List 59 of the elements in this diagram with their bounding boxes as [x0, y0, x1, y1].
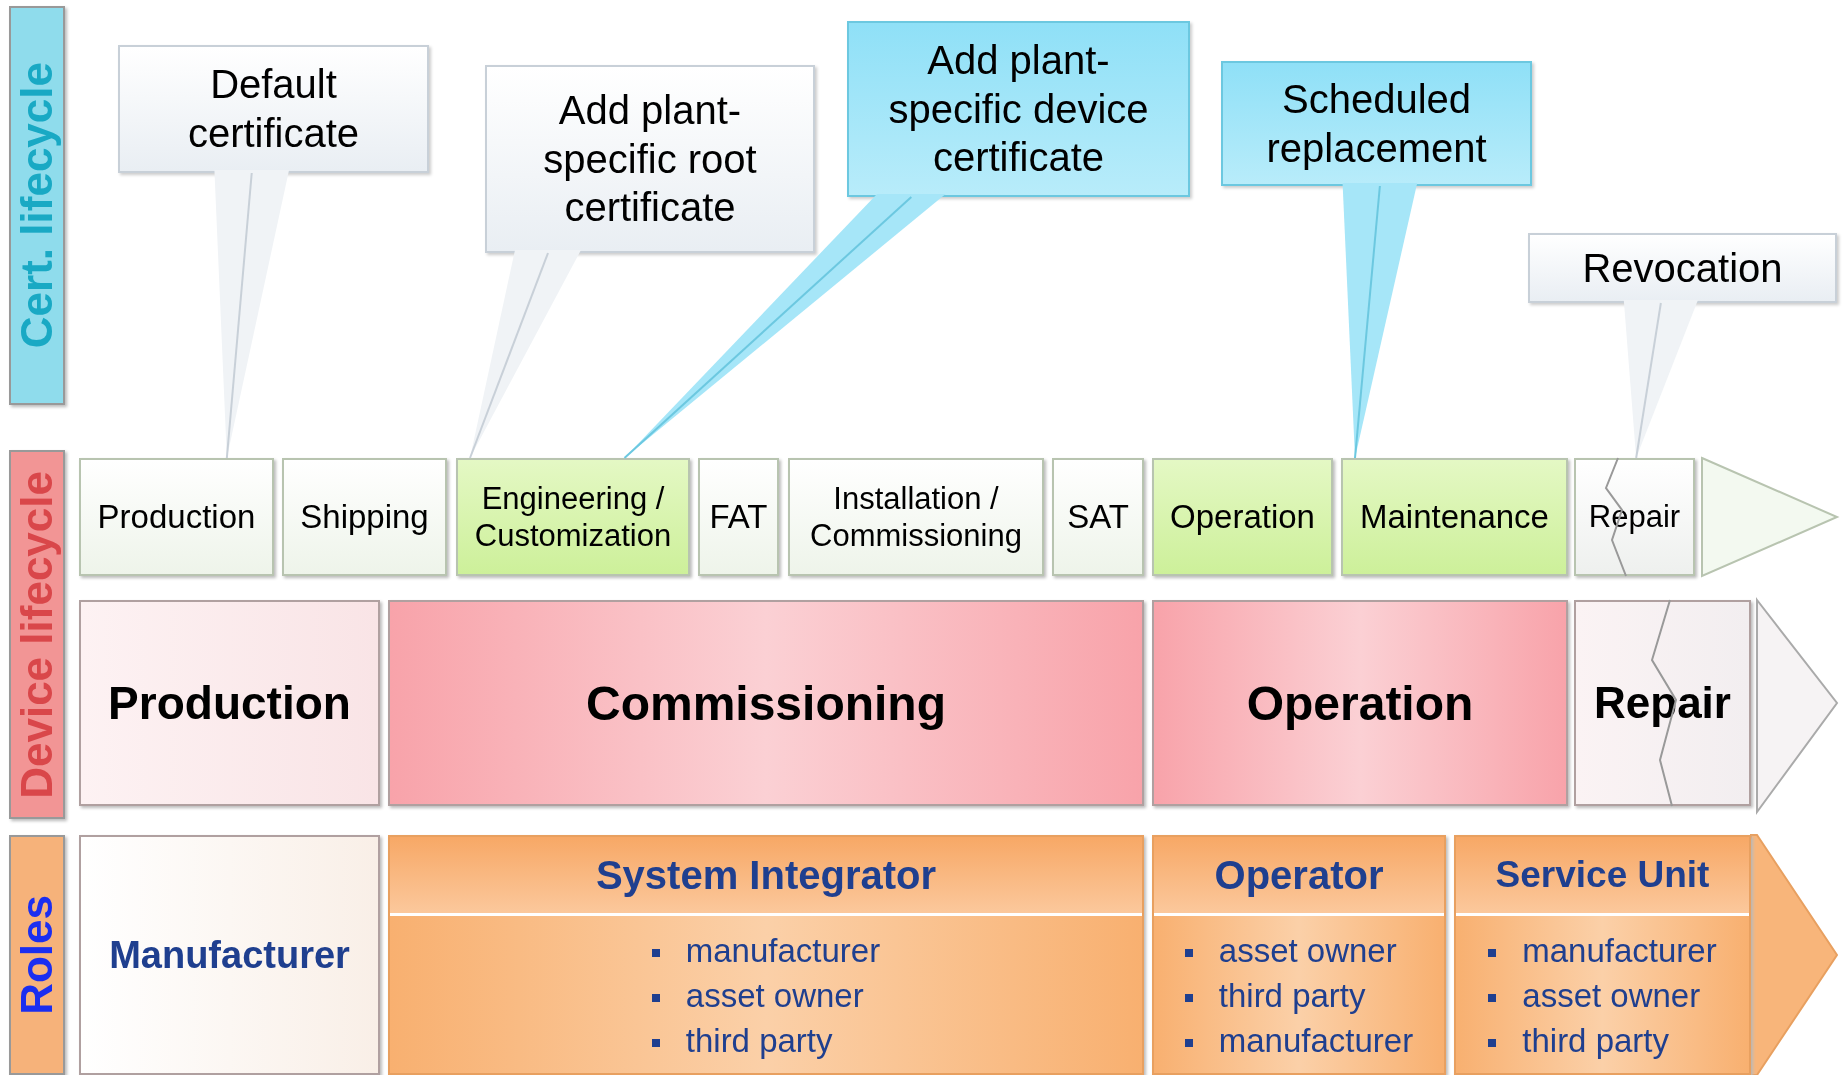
callout-box — [485, 65, 815, 253]
box-label: Shipping — [300, 497, 429, 537]
box-label: Repair — [1588, 498, 1681, 536]
band-label: Device lifecycle — [12, 470, 62, 799]
box-label: SAT — [1067, 497, 1129, 537]
box-label: Add plant-specific device certificate — [887, 36, 1150, 182]
callout-box — [1221, 61, 1532, 186]
phase-box — [1152, 458, 1333, 576]
callout-box — [118, 45, 429, 173]
phase-box — [1574, 458, 1695, 576]
role-box — [1454, 835, 1751, 1075]
role-box — [1152, 835, 1446, 1075]
role-list-item: third party — [651, 1018, 881, 1063]
callout-box — [847, 21, 1190, 197]
box-label: Scheduled replacement — [1265, 75, 1488, 172]
box-label: Engineering / Customization — [473, 479, 673, 555]
role-list-item: third party — [1488, 1018, 1717, 1063]
role-list-item: asset owner — [651, 973, 881, 1018]
box-label: Default certificate — [186, 61, 361, 157]
box-label: Operation — [1170, 497, 1315, 537]
stage-box — [1152, 600, 1568, 806]
box-label: Commissioning — [586, 675, 946, 731]
role-list-item: third party — [1184, 973, 1414, 1018]
role-header: System Integrator — [390, 837, 1142, 916]
lifecycle-band — [9, 835, 65, 1075]
band-label: Cert. lifecycle — [12, 62, 62, 349]
phase-box — [79, 458, 274, 576]
box-label: Revocation — [1582, 244, 1783, 292]
phase-box — [456, 458, 690, 576]
box-label: Production — [108, 676, 351, 730]
stage-box — [1574, 600, 1751, 806]
box-label: Operation — [1246, 675, 1474, 731]
role-header: Operator — [1154, 837, 1444, 916]
lifecycle-band — [9, 6, 65, 405]
box-label: Production — [97, 497, 256, 537]
role-list-item: manufacturer — [651, 928, 881, 973]
phase-box — [1341, 458, 1568, 576]
role-list-item: asset owner — [1488, 973, 1717, 1018]
box-label: Add plant-specific root certificate — [542, 86, 758, 232]
role-list-item: manufacturer — [1184, 1018, 1414, 1063]
phase-box — [788, 458, 1044, 576]
callout-box — [1528, 233, 1837, 303]
role-box — [388, 835, 1144, 1075]
box-label: FAT — [709, 497, 768, 537]
box-label: Manufacturer — [109, 933, 350, 977]
phase-box — [698, 458, 779, 576]
box-label: Repair — [1594, 678, 1731, 728]
box-label: Installation / Commissioning — [809, 479, 1023, 555]
band-label: Roles — [12, 895, 62, 1015]
box-label: Maintenance — [1360, 497, 1549, 537]
lifecycle-band — [9, 450, 65, 819]
phase-box — [1052, 458, 1144, 576]
role-header: Service Unit — [1456, 837, 1749, 916]
stage-box — [79, 835, 380, 1075]
stage-box — [79, 600, 380, 806]
stage-box — [388, 600, 1144, 806]
role-list-item: manufacturer — [1488, 928, 1717, 973]
role-list-item: asset owner — [1184, 928, 1414, 973]
phase-box — [282, 458, 447, 576]
